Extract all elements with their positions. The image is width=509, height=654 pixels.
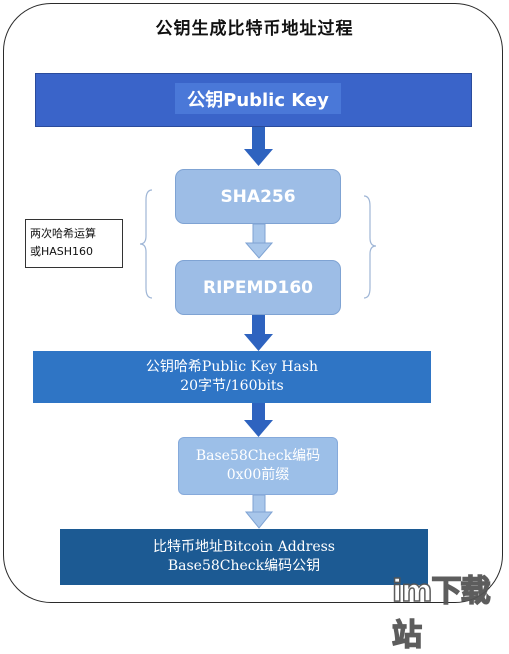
arrow-down-icon: [244, 315, 273, 351]
left-brace: [139, 189, 153, 299]
public-key-label: 公钥Public Key: [175, 83, 341, 114]
base58-prefix: 0x00前缀: [226, 467, 290, 483]
arrow-down-icon: [244, 127, 273, 166]
address-title: 比特币地址Bitcoin Address: [153, 539, 335, 555]
arrow-down-icon: [244, 494, 274, 529]
hash-title: 公钥哈希Public Key Hash: [145, 359, 319, 375]
note-line-1: 两次哈希运算: [30, 227, 96, 240]
public-key-hash-box: 公钥哈希Public Key Hash 20字节/160bits: [33, 351, 431, 403]
bitcoin-address-box: 比特币地址Bitcoin Address Base58Check编码公钥: [60, 529, 428, 585]
double-hash-note: 两次哈希运算 或HASH160: [25, 219, 123, 268]
arrow-down-icon: [244, 223, 274, 259]
hash-size: 20字节/160bits: [180, 378, 284, 394]
diagram-title: 公钥生成比特币地址过程: [155, 19, 354, 39]
note-line-2: 或HASH160: [30, 245, 94, 258]
ripemd160-box: RIPEMD160: [175, 260, 341, 315]
connectors: [139, 127, 377, 529]
arrow-down-icon: [244, 403, 273, 437]
base58check-box: Base58Check编码 0x00前缀: [178, 437, 338, 495]
sha256-box: SHA256: [175, 169, 341, 224]
address-subtitle: Base58Check编码公钥: [167, 558, 321, 574]
right-brace: [363, 195, 377, 299]
site-watermark: im下载站: [391, 573, 491, 654]
base58-title: Base58Check编码: [195, 448, 321, 464]
